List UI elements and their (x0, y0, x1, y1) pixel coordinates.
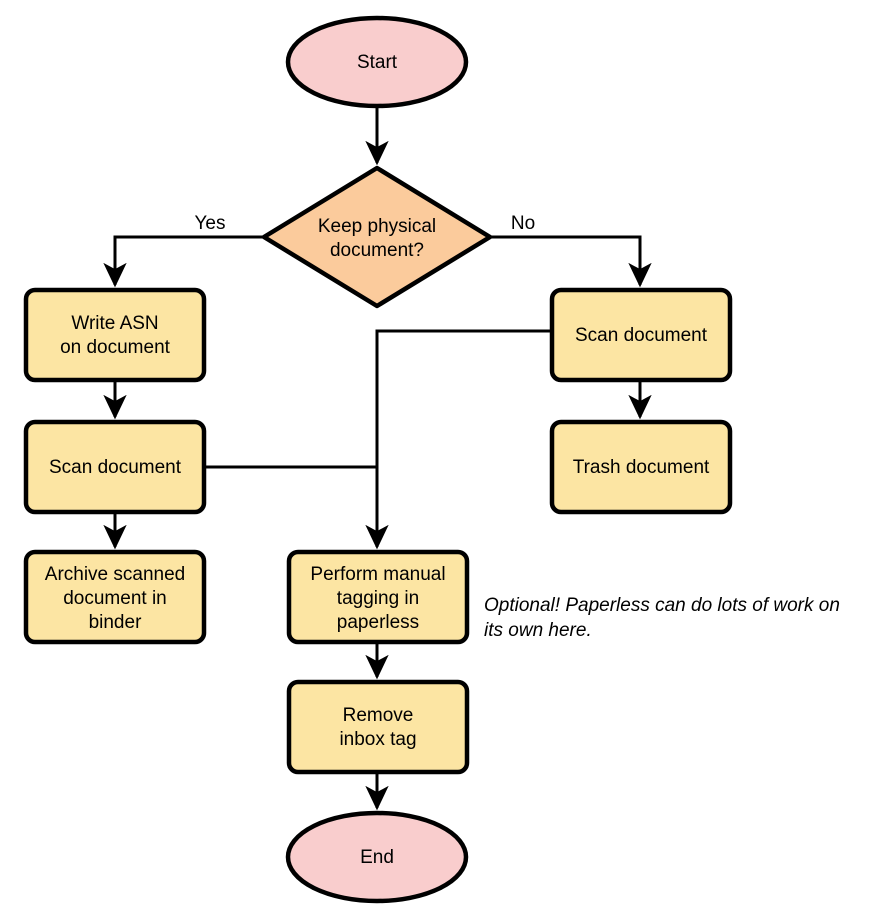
node-perform-manual-tagging[interactable]: Perform manual tagging in paperless (286, 549, 470, 645)
archive-binder-label-line-3: binder (89, 612, 142, 633)
edge-label-yes: Yes (195, 213, 226, 234)
scan-document-left-label: Scan document (49, 457, 182, 478)
edge-decision-to-scan-right (491, 235, 652, 288)
write-asn-label-line-1: Write ASN (71, 313, 158, 334)
remove-inbox-tag-box-shape (286, 679, 470, 775)
node-archive-scanned-document-in-binder[interactable]: Archive scanned document in binder (23, 549, 207, 645)
optional-note: Optional! Paperless can do lots of work … (484, 595, 840, 641)
connectors-layer (103, 107, 652, 811)
remove-inbox-tag-label-line-1: Remove (343, 705, 414, 726)
node-trash-document[interactable]: Trash document (549, 419, 733, 515)
scan-document-left-box-shape (23, 419, 207, 515)
decision-label-line-2: document? (330, 240, 424, 261)
end-label: End (360, 847, 394, 868)
start-ellipse-shape (285, 15, 469, 109)
optional-note-line-1: Optional! Paperless can do lots of work … (484, 595, 840, 616)
optional-note-line-2: its own here. (484, 620, 592, 641)
manual-tagging-box-shape (286, 549, 470, 645)
node-remove-inbox-tag[interactable]: Remove inbox tag (286, 679, 470, 775)
archive-binder-label-line-1: Archive scanned (45, 564, 185, 585)
write-asn-box-shape (23, 287, 207, 383)
write-asn-label-line-2: on document (60, 337, 171, 358)
trash-document-label: Trash document (573, 457, 710, 478)
decision-label-line-1: Keep physical (318, 216, 436, 237)
edge-decision-to-write-asn (103, 235, 264, 288)
node-write-asn-on-document[interactable]: Write ASN on document (23, 287, 207, 383)
archive-binder-label-line-2: document in (63, 588, 167, 609)
node-decision-keep-physical-document[interactable]: Keep physical document? (261, 165, 493, 309)
manual-tagging-label-line-2: tagging in (337, 588, 419, 609)
node-scan-document-left[interactable]: Scan document (23, 419, 207, 515)
trash-document-box-shape (549, 419, 733, 515)
archive-binder-box-shape (23, 549, 207, 645)
scan-document-right-label: Scan document (575, 325, 708, 346)
manual-tagging-label-line-1: Perform manual (310, 564, 445, 585)
edge-label-no: No (511, 213, 535, 234)
manual-tagging-label-line-3: paperless (337, 612, 419, 633)
edge-scan-right-to-tagging (365, 329, 552, 550)
remove-inbox-tag-label-line-2: inbox tag (339, 729, 416, 750)
decision-diamond-shape (261, 165, 493, 309)
node-start[interactable]: Start (285, 15, 469, 109)
scan-document-right-box-shape (549, 287, 733, 383)
node-end[interactable]: End (285, 810, 469, 904)
end-ellipse-shape (285, 810, 469, 904)
node-scan-document-right[interactable]: Scan document (549, 287, 733, 383)
start-label: Start (357, 52, 398, 73)
